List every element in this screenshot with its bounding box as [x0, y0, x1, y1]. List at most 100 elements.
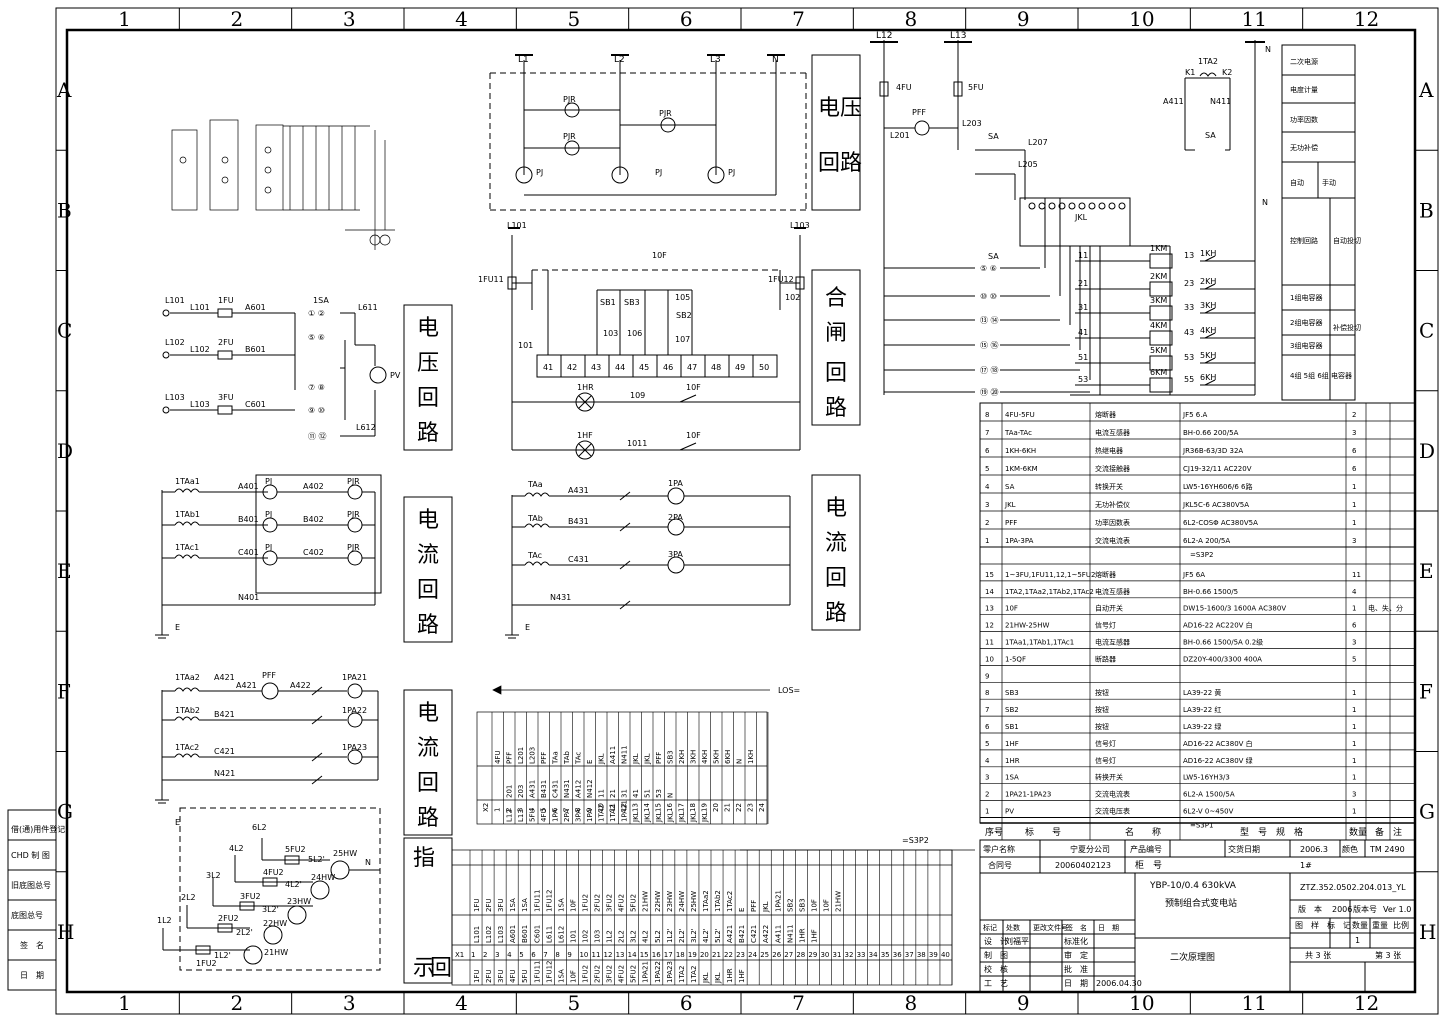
terminal-wire: L101: [473, 926, 481, 943]
bom-cell: 1SA: [1005, 774, 1019, 782]
bom-cell: 5: [985, 465, 989, 473]
grid-row-label: D: [1419, 439, 1435, 463]
bom-cell: 1: [1352, 740, 1356, 748]
bom-cell: 信号灯: [1095, 756, 1116, 765]
bom-cell: 15: [985, 571, 994, 579]
title-block-text: 零户名称 宁夏分公司 产品编号 交货日期 2006.3 颜色 TM 2490 合…: [983, 844, 1411, 988]
voltage-top-labels: L1 L2 L3 N PJR PJR PJR PJ PJ PJ: [518, 55, 779, 177]
bom-cell: 5: [1352, 655, 1356, 663]
terminal-number: 3: [517, 808, 525, 812]
terminal-target: JKL: [701, 811, 709, 823]
terminal-label: JKL: [644, 753, 652, 765]
svg-text:1TAc1: 1TAc1: [175, 543, 199, 552]
bom-cell: 交流接触器: [1095, 464, 1130, 473]
terminal-number: 24: [748, 951, 757, 959]
svg-text:校 核: 校 核: [984, 964, 1008, 974]
section-title: 电压: [818, 96, 862, 121]
svg-text:设 计: 设 计: [984, 936, 1008, 946]
bom-cell: LW5-16YH3/3: [1183, 774, 1230, 782]
function-label: 手动: [1322, 178, 1336, 187]
svg-text:L103: L103: [165, 393, 185, 402]
function-label: 功率因数: [1290, 115, 1318, 124]
terminal-wire: 31: [621, 789, 629, 798]
svg-text:41: 41: [543, 363, 553, 372]
indicator-title-box: 指 示 回: [403, 837, 453, 984]
terminal-top-title: LOS=: [778, 686, 800, 695]
terminal-number: 5: [519, 951, 523, 959]
svg-text:SA: SA: [1205, 131, 1216, 140]
svg-text:105: 105: [675, 293, 690, 302]
bom-cell: 按钮: [1095, 722, 1109, 731]
terminal-wire: 5L2': [714, 928, 722, 943]
terminal-number: 16: [666, 803, 674, 812]
svg-text:压: 压: [417, 351, 439, 376]
grid-col-label: 1: [118, 991, 131, 1015]
svg-text:TAc: TAc: [527, 551, 542, 560]
bom-cell: JF5 6.A: [1182, 411, 1207, 419]
svg-text:3FU2: 3FU2: [240, 892, 261, 901]
svg-text:处数: 处数: [1006, 923, 1020, 932]
svg-text:4FU2: 4FU2: [263, 868, 284, 877]
terminal-label: JKL: [598, 753, 606, 765]
svg-text:闸: 闸: [825, 321, 847, 346]
grid-col-label: 9: [1017, 7, 1030, 31]
bom-cell: 1KH-6KH: [1005, 447, 1036, 455]
bom-header: 名 称: [1125, 826, 1161, 838]
bom-cell: 11: [985, 639, 994, 647]
voltage-left-title-box: 电 压 回 路: [403, 304, 453, 451]
svg-text:B421: B421: [214, 710, 235, 719]
svg-text:B601: B601: [245, 345, 266, 354]
svg-text:JKL: JKL: [1074, 213, 1088, 222]
svg-text:47: 47: [687, 363, 697, 372]
closing-labels: L101 L103 1FU11 1FU12 10F SB1 SB3 105 SB…: [478, 221, 810, 448]
terminal-label: PFF: [506, 752, 514, 764]
bom-cell: 自动开关: [1095, 604, 1123, 613]
grid-col-label: 1: [118, 7, 131, 31]
svg-text:1SA: 1SA: [313, 296, 329, 305]
svg-text:48: 48: [711, 363, 721, 372]
grid-row-label: C: [1419, 319, 1434, 343]
terminal-target: JKL: [690, 811, 698, 823]
bom-cell: LW5-16YH606/6 6路: [1183, 482, 1252, 491]
meter-pjr-icon: [660, 117, 676, 133]
indicator-circuit: [162, 807, 381, 971]
svg-text:PFF: PFF: [262, 671, 276, 680]
bom-cell: 电流互感器: [1095, 638, 1130, 647]
terminal-label: 1PA21: [774, 890, 782, 912]
bom-section-marker: =S3P1: [1190, 822, 1213, 830]
svg-text:审 定: 审 定: [1064, 950, 1088, 960]
terminal-number: 6: [531, 951, 536, 959]
bom-cell: 6: [1352, 465, 1357, 473]
grid-row-label: A: [56, 78, 72, 102]
terminal-label: TAa: [552, 751, 560, 765]
bom-cell: 1HR: [1005, 757, 1020, 765]
svg-text:21HW: 21HW: [264, 948, 288, 957]
svg-text:柜 号: 柜 号: [1135, 859, 1162, 871]
bom-cell: 信号灯: [1095, 621, 1116, 630]
svg-text:C601: C601: [245, 400, 266, 409]
function-label: 补偿投切: [1333, 323, 1361, 332]
svg-text:数量: 数量: [1352, 920, 1368, 930]
terminal-target: 3PA: [575, 809, 583, 822]
terminal-wire: A411: [774, 925, 782, 943]
svg-text:A401: A401: [238, 482, 259, 491]
bom-cell: JKL5C-6 AC380V5A: [1182, 501, 1249, 509]
svg-text:指: 指: [413, 846, 435, 871]
svg-text:① ②: ① ②: [308, 309, 325, 318]
terminal-number: 5: [540, 808, 548, 812]
svg-text:1TAb2: 1TAb2: [175, 706, 200, 715]
svg-text:⑦ ⑧: ⑦ ⑧: [308, 383, 325, 392]
terminal-number: 21: [724, 803, 732, 812]
svg-text:4FU: 4FU: [896, 83, 912, 92]
svg-text:电: 电: [417, 701, 439, 726]
grid-col-label: 4: [455, 991, 468, 1015]
current-left2-circuit: [155, 682, 379, 804]
svg-text:PV: PV: [390, 371, 401, 380]
terminal-target: 5FU: [529, 808, 537, 822]
jkl-output: 31: [1078, 303, 1088, 312]
terminal-label: 25HW: [690, 891, 698, 912]
bom-cell: 1: [985, 537, 989, 545]
bom-cell: AD16-22 AC380V 绿: [1183, 756, 1253, 765]
